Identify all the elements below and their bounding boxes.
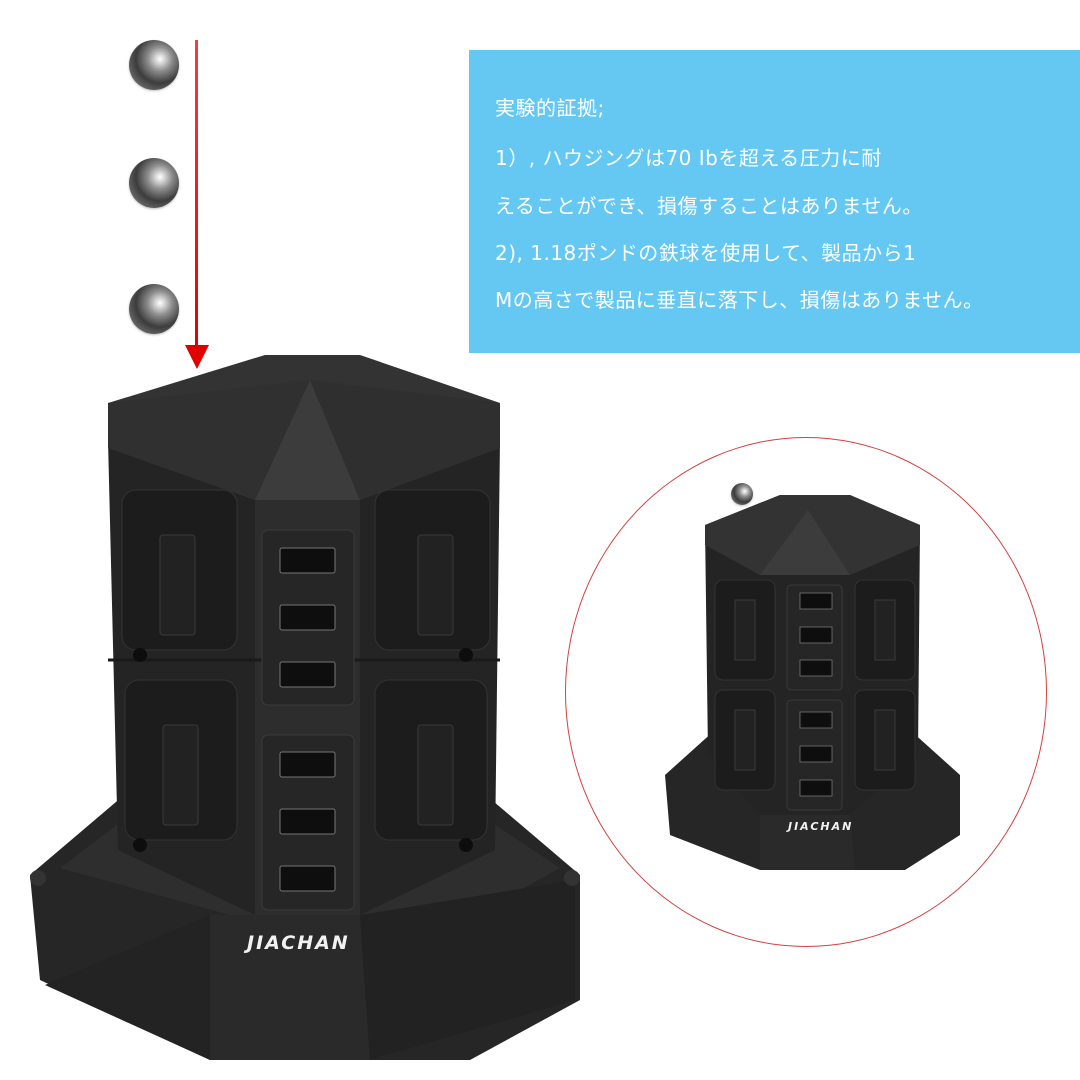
- brand-logo-inset: JIACHAN: [788, 820, 854, 833]
- info-line-2: えることができ、損傷することはありません。: [495, 194, 923, 218]
- steel-ball-inset: [731, 483, 753, 505]
- drop-arrow-head-icon: [185, 345, 209, 369]
- drop-arrow-shaft: [195, 40, 198, 350]
- steel-ball-3: [129, 284, 179, 334]
- info-panel: 実験的証拠; 1）, ハウジングは70 Ibを超える圧力に耐 えることができ、損…: [469, 50, 1080, 353]
- info-line-4: Mの高さで製品に垂直に落下し、損傷はありません。: [495, 288, 984, 312]
- steel-ball-2: [129, 158, 179, 208]
- steel-ball-1: [129, 40, 179, 90]
- power-tower-inset: [665, 495, 960, 870]
- power-tower-main: [30, 355, 580, 1060]
- info-line-1: 1）, ハウジングは70 Ibを超える圧力に耐: [495, 146, 882, 170]
- inset-circle: [565, 437, 1047, 947]
- info-line-3: 2), 1.18ポンドの鉄球を使用して、製品から1: [495, 241, 917, 265]
- info-heading: 実験的証拠;: [495, 96, 605, 120]
- brand-logo-main: JIACHAN: [247, 932, 350, 954]
